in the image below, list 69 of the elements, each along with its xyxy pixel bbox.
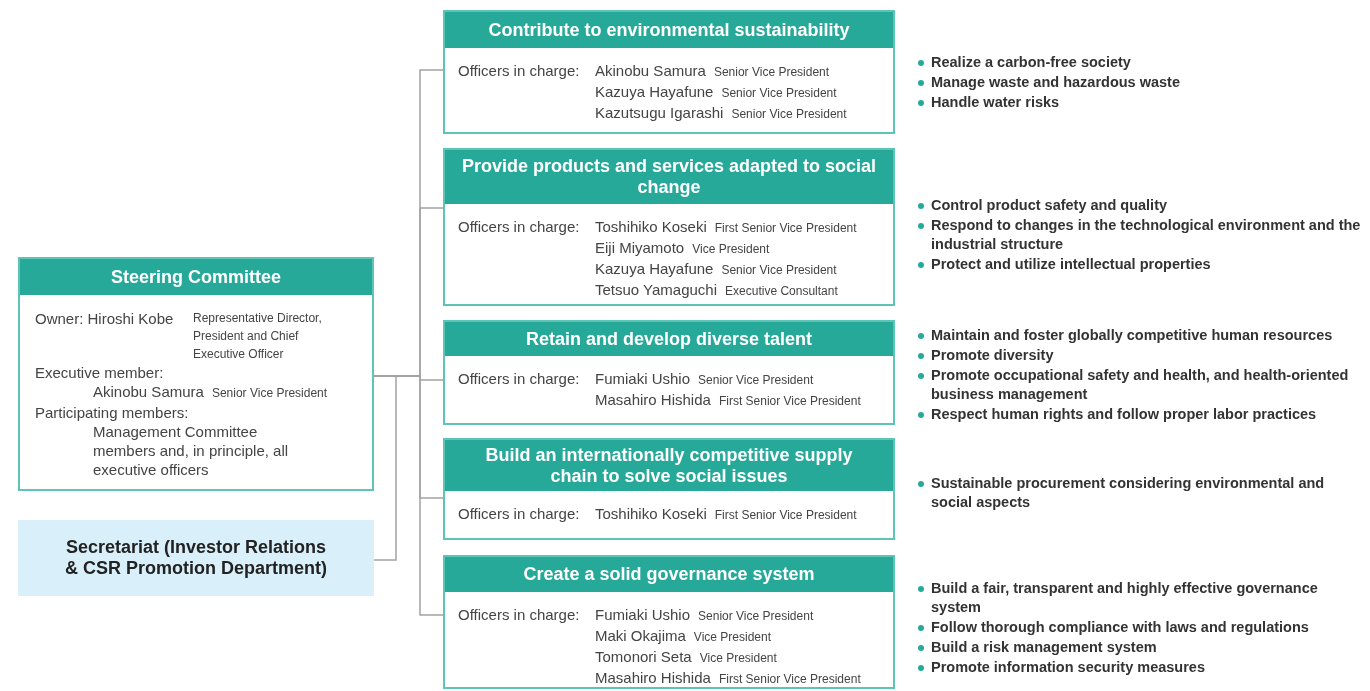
officer-title: Senior Vice President: [713, 64, 830, 81]
officer-title: First Senior Vice President: [718, 393, 861, 410]
member-title: Representative Director, President and Chief Executive Officer: [193, 310, 323, 363]
member-description: Management Committee members and, in principle, all executive officers: [93, 422, 290, 479]
bullet-text: Respond to changes in the technological environment and the industrial structure: [931, 216, 1362, 254]
officer-title: First Senior Vice President: [714, 220, 857, 237]
member-name: Akinobu Samura: [93, 382, 204, 401]
officer-name: Kazuya Hayafune: [595, 82, 714, 101]
theme-card: [443, 10, 895, 134]
officer-name: Akinobu Samura: [595, 61, 706, 80]
officer-name: Fumiaki Ushio: [595, 605, 691, 624]
member-label: Owner: Hiroshi Kobe: [35, 309, 175, 329]
bullet-text: Manage waste and hazardous waste: [931, 73, 1180, 92]
officer-title: Vice President: [699, 650, 777, 667]
bullet-text: Promote occupational safety and health, and health-oriented business management: [931, 366, 1350, 404]
bullet-text: Protect and utilize intellectual properties: [931, 255, 1211, 274]
officer-title: First Senior Vice President: [718, 671, 861, 688]
theme-card: [443, 555, 895, 689]
member-label: Participating members:: [35, 404, 189, 421]
bullet-text: Realize a carbon-free society: [931, 53, 1131, 72]
officer-name: Fumiaki Ushio: [595, 369, 691, 388]
officer-title: Executive Consultant: [725, 283, 838, 300]
officer-title: Senior Vice President: [721, 262, 837, 279]
officer-name: Maki Okajima: [595, 626, 686, 645]
committee-card: [18, 257, 374, 491]
officer-title: Senior Vice President: [721, 85, 837, 102]
officer-title: Senior Vice President: [698, 608, 814, 625]
officer-title: Senior Vice President: [731, 106, 847, 123]
officers-label: Officers in charge:: [458, 504, 581, 524]
officers-label: Officers in charge:: [458, 369, 581, 389]
bullet-text: Build a risk management system: [931, 638, 1157, 657]
theme-card: [443, 320, 895, 425]
bullet-text: Promote diversity: [931, 346, 1054, 365]
bullet-text: Handle water risks: [931, 93, 1060, 112]
header-bar: Provide products and services adapted to social change: [445, 150, 893, 204]
officers-label: Officers in charge:: [458, 61, 581, 81]
officer-name: Toshihiko Koseki: [595, 217, 707, 236]
officers-label: Officers in charge:: [458, 217, 581, 237]
header-bar: Create a solid governance system: [445, 557, 893, 592]
officer-name: Masahiro Hishida: [595, 390, 711, 409]
member-label: Executive member:: [35, 364, 164, 381]
theme-card: [443, 148, 895, 306]
officer-name: Eiji Miyamoto: [595, 238, 685, 257]
bullet-text: Follow thorough compliance with laws and regulations: [931, 618, 1309, 637]
officer-title: Vice President: [693, 629, 771, 646]
theme-card: [443, 438, 895, 540]
bullet-text: Sustainable procurement considering environmental and social aspects: [931, 474, 1326, 512]
bullet-text: Promote information security measures: [931, 658, 1205, 677]
officer-name: Tetsuo Yamaguchi: [595, 280, 718, 299]
header-bar: Retain and develop diverse talent: [445, 322, 893, 356]
officer-name: Masahiro Hishida: [595, 668, 711, 687]
header-bar: Contribute to environmental sustainability: [445, 12, 893, 48]
bullet-text: Maintain and foster globally competitive human resources: [931, 326, 1333, 345]
member-title: Senior Vice President: [211, 385, 328, 402]
connector-line: [373, 375, 397, 561]
officer-title: Vice President: [692, 241, 770, 258]
officer-name: Tomonori Seta: [595, 647, 692, 666]
officers-label: Officers in charge:: [458, 605, 581, 625]
bullet-text: Build a fair, transparent and highly effective governance system: [931, 579, 1319, 617]
officer-name: Kazutsugu Igarashi: [595, 103, 724, 122]
header-bar: Steering Committee: [20, 259, 372, 295]
officer-title: First Senior Vice President: [714, 507, 857, 524]
officer-name: Toshihiko Koseki: [595, 504, 707, 523]
secretariat-box: Secretariat (Investor Relations & CSR Promotion Department): [18, 520, 374, 596]
bullet-text: Respect human rights and follow proper labor practices: [931, 405, 1317, 424]
header-bar: Build an internationally competitive supply chain to solve social issues: [445, 440, 893, 491]
officer-title: Senior Vice President: [698, 372, 814, 389]
officer-name: Kazuya Hayafune: [595, 259, 714, 278]
bullet-text: Control product safety and quality: [931, 196, 1168, 215]
